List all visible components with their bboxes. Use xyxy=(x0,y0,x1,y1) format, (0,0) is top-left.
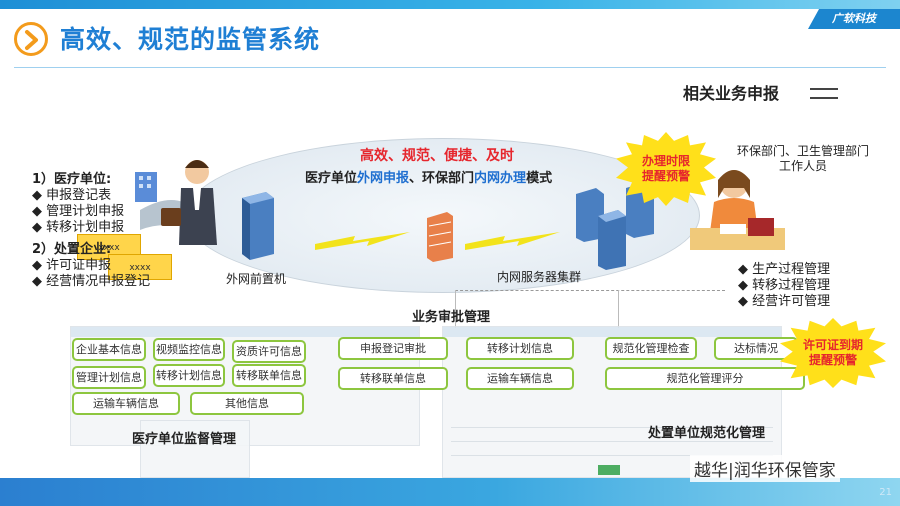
tag-button[interactable]: 其他信息 xyxy=(190,392,304,415)
right-caption: 环保部门、卫生管理部门 工作人员 xyxy=(733,144,873,174)
list-item: ◆ 申报登记表 xyxy=(32,188,112,203)
businessman-icon xyxy=(135,160,217,245)
burst-line: 办理时限 xyxy=(641,154,690,168)
list-item: ◆ 管理计划申报 xyxy=(32,204,125,219)
burst-line: 提醒预警 xyxy=(641,169,690,183)
caption-line: 工作人员 xyxy=(778,159,827,173)
tag-button[interactable]: 转移联单信息 xyxy=(338,367,448,390)
page-number: 21 xyxy=(879,487,892,498)
slide-title: 高效、规范的监管系统 xyxy=(60,25,321,54)
outer-server-label: 外网前置机 xyxy=(226,272,287,286)
flow-slogan: 高效、规范、便捷、及时 xyxy=(360,148,514,164)
right-list: ◆ 生产过程管理 ◆ 转移过程管理 ◆ 经营许可管理 xyxy=(738,262,830,310)
title-chevron-icon xyxy=(14,22,48,56)
tag-button[interactable]: 达标情况 xyxy=(714,337,798,360)
mode-part: 内网办理 xyxy=(474,171,527,186)
tag-button[interactable]: 规范化管理评分 xyxy=(605,367,805,390)
medical-supervision-label: 医疗单位监督管理 xyxy=(132,432,237,447)
title-rule xyxy=(14,67,886,68)
tag-button[interactable]: 转移计划信息 xyxy=(466,337,574,360)
heading-rule xyxy=(810,88,838,90)
officer-icon xyxy=(690,170,785,250)
tag-button[interactable]: 企业基本信息 xyxy=(72,338,146,361)
tag-button[interactable]: 视频监控信息 xyxy=(153,338,225,361)
deadline-alert-burst: 办理时限提醒预警 xyxy=(616,132,716,206)
tag-button[interactable]: 资质许可信息 xyxy=(232,340,306,363)
tag-button[interactable]: 转移计划信息 xyxy=(153,364,225,387)
firewall-icon xyxy=(427,212,453,262)
burst-line: 提醒预警 xyxy=(808,353,857,367)
caption-line: 环保部门、卫生管理部门 xyxy=(736,144,869,158)
lightning-link-icon xyxy=(465,232,560,250)
tag-button[interactable]: 运输车辆信息 xyxy=(466,367,574,390)
connector-line xyxy=(455,290,456,328)
section-heading: 相关业务申报 xyxy=(683,84,780,103)
tag-button[interactable]: 申报登记审批 xyxy=(338,337,448,360)
left-screenshot-sub xyxy=(140,420,250,478)
inner-server-label: 内网服务器集群 xyxy=(497,270,582,284)
left-list: 1）医疗单位: ◆ 申报登记表 ◆ 管理计划申报 ◆ 转移计划申报 2）处置企业… xyxy=(32,172,150,290)
mode-part: 医疗单位 xyxy=(305,171,358,186)
flow-mode: 医疗单位外网申报、环保部门内网办理模式 xyxy=(305,167,552,186)
list-item: ◆ 经营情况申报登记 xyxy=(32,274,151,289)
license-expiry-alert-burst: 许可证到期提醒预警 xyxy=(780,318,886,388)
list-heading: 2）处置企业: xyxy=(32,242,112,257)
burst-line: 许可证到期 xyxy=(802,338,863,352)
list-item: ◆ 经营许可管理 xyxy=(738,294,831,309)
watermark: 越华|润华环保管家 xyxy=(690,455,840,482)
tag-button[interactable]: 转移联单信息 xyxy=(232,364,306,387)
list-item: ◆ 转移计划申报 xyxy=(32,220,125,235)
tag-button[interactable]: 运输车辆信息 xyxy=(72,392,180,415)
mode-part: 、环保部门 xyxy=(409,171,475,186)
connector-line xyxy=(455,290,725,291)
disposal-standardization-label: 处置单位规范化管理 xyxy=(648,426,766,441)
server-icon xyxy=(242,192,274,260)
lightning-link-icon xyxy=(315,232,410,250)
tag-button[interactable]: 规范化管理检查 xyxy=(605,337,697,360)
list-item: ◆ 生产过程管理 xyxy=(738,262,831,277)
tag-button[interactable]: 管理计划信息 xyxy=(72,366,146,389)
top-band xyxy=(0,0,900,9)
list-heading: 1）医疗单位: xyxy=(32,172,112,187)
mode-part: 模式 xyxy=(526,171,553,186)
document-icon: xxxx xyxy=(108,254,172,280)
list-item: ◆ 转移过程管理 xyxy=(738,278,831,293)
heading-rule xyxy=(810,97,838,99)
mode-part: 外网申报 xyxy=(357,171,410,186)
bottom-band xyxy=(0,478,900,506)
connector-line xyxy=(618,290,619,328)
approval-management-label: 业务审批管理 xyxy=(412,310,491,325)
list-item: ◆ 许可证申报 xyxy=(32,258,112,273)
brand-tag: 广软科技 xyxy=(808,9,900,29)
